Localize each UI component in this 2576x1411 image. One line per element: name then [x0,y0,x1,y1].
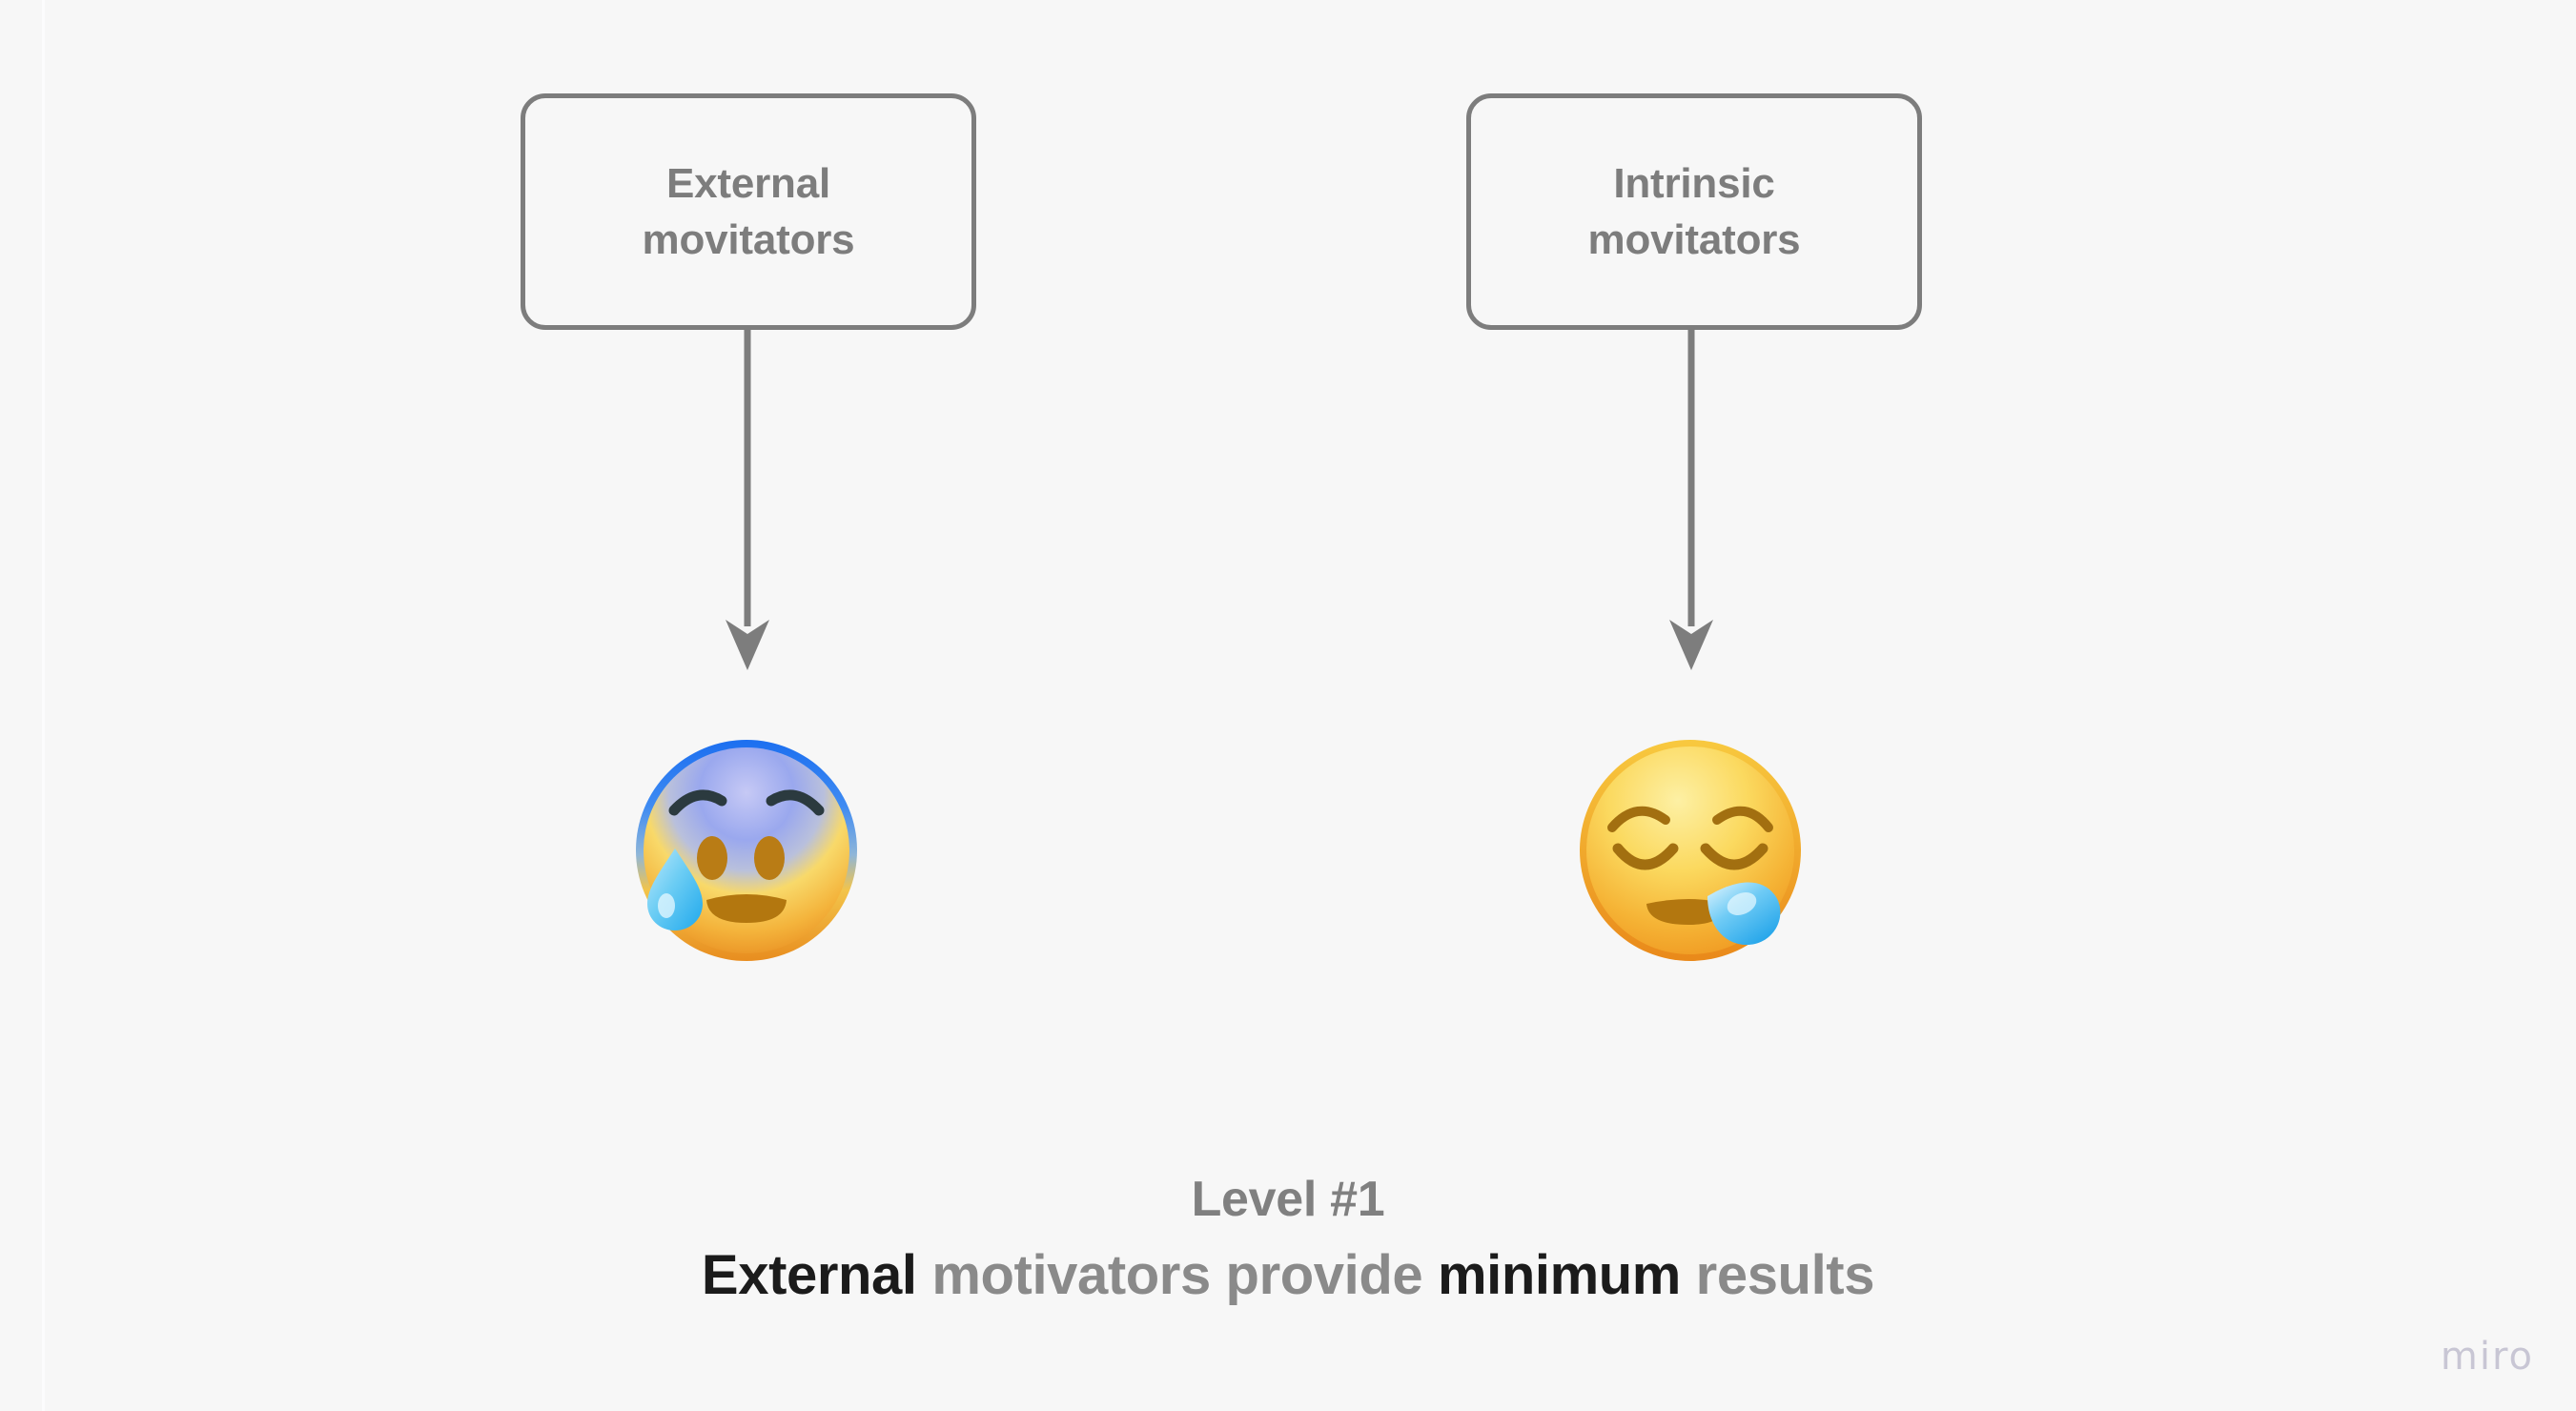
eye-left-icon [697,836,727,880]
sweat-drop-highlight [658,893,675,918]
eye-right-icon [754,836,785,880]
connector-arrow-external[interactable] [719,329,776,672]
node-intrinsic-motivators-label: Intrinsic movitators [1587,159,1801,263]
sweat-drop-highlight [1727,892,1757,915]
anxious-face-with-sweat-emoji [636,740,857,961]
caption-part-external: External [701,1244,917,1307]
eye-right-closed-icon [1700,843,1768,870]
arrowhead-icon [726,620,769,670]
caption-level-text: Level #1 [1191,1172,1385,1227]
board-edge-line [42,0,45,1411]
arrowhead-icon [1669,620,1713,670]
eyebrow-right-icon [1712,806,1773,832]
eyebrow-left-icon [668,789,727,816]
connector-arrow-intrinsic[interactable] [1663,329,1720,672]
caption-part-motivators-provide: motivators provide [916,1244,1438,1307]
node-intrinsic-motivators[interactable]: Intrinsic movitators [1466,93,1922,330]
caption-part-minimum: minimum [1437,1244,1681,1307]
miro-watermark: miro [2440,1335,2534,1379]
node-external-motivators-label: External movitators [642,159,855,263]
eyebrow-left-icon [1607,806,1670,832]
mouth-icon [706,894,787,923]
eyebrow-right-icon [766,789,825,816]
sleepy-face-emoji [1580,740,1801,961]
eye-left-closed-icon [1612,843,1679,870]
node-external-motivators[interactable]: External movitators [521,93,976,330]
mouth-icon [1646,899,1727,925]
caption-part-results: results [1680,1244,1875,1307]
caption-block: Level #1 External motivators provide min… [0,1171,2576,1308]
caption-main-text: External motivators provide minimum resu… [0,1244,2576,1308]
